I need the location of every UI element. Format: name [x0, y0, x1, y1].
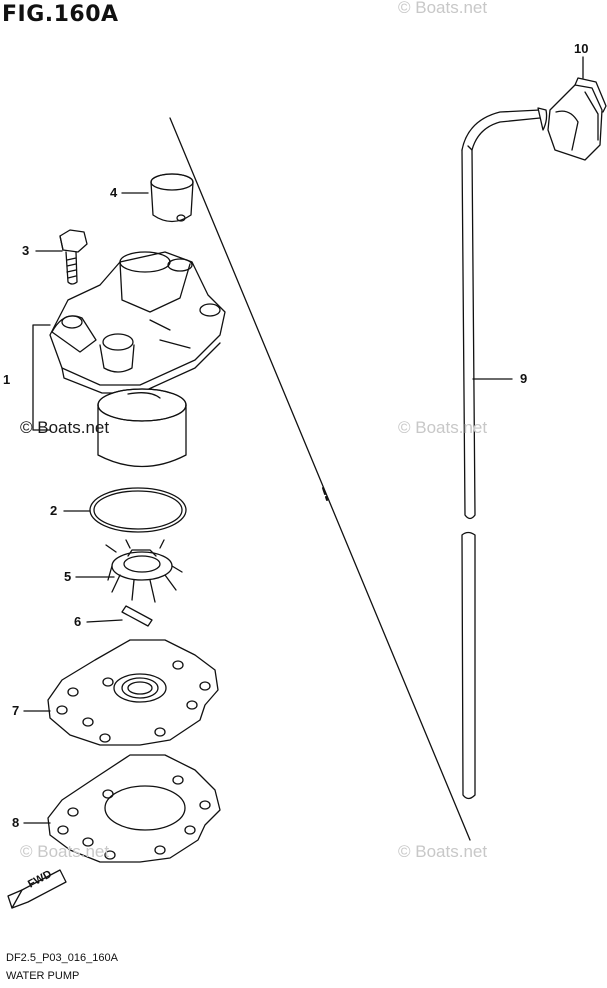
leader-6: [86, 619, 123, 623]
section-name: WATER PUMP: [6, 970, 80, 982]
tube-seal-part: [547, 77, 607, 161]
pump-case-part: [49, 251, 226, 394]
grommet-part: [150, 173, 194, 223]
callout-7-label: 7: [12, 703, 20, 718]
key-part: [121, 605, 153, 627]
liner-part: [97, 388, 187, 468]
callout-6-label: 6: [74, 614, 82, 629]
callout-5-label: 5: [64, 569, 72, 584]
callout-9-label: 9: [520, 371, 528, 386]
watermark-mid-left: © Boats.net: [20, 418, 110, 437]
fwd-arrow-shape: [7, 869, 67, 909]
watermark-top-right: © Boats.net: [398, 0, 488, 17]
callout-1-label: 1: [3, 372, 11, 387]
plate-gasket-part: [47, 639, 219, 746]
gasket-part: [47, 754, 221, 863]
impeller-part: [105, 539, 183, 603]
bolt-part: [59, 229, 88, 285]
o-ring-part: [89, 487, 187, 533]
figure-title: FIG.160A: [2, 2, 119, 27]
callout-10-label: 10: [574, 41, 589, 56]
watermark-mid-right: © Boats.net: [398, 418, 488, 437]
callout-8-label: 8: [12, 815, 20, 830]
drawing-code: DF2.5_P03_016_160A: [6, 952, 118, 964]
water-tube-part: [461, 107, 548, 800]
callout-2-label: 2: [50, 503, 58, 518]
watermark-bottom-left: © Boats.net: [20, 842, 110, 861]
callout-4-label: 4: [110, 185, 118, 200]
callout-3-label: 3: [22, 243, 30, 258]
watermark-bottom-right: © Boats.net: [398, 842, 488, 861]
alignment-line: [169, 117, 471, 841]
